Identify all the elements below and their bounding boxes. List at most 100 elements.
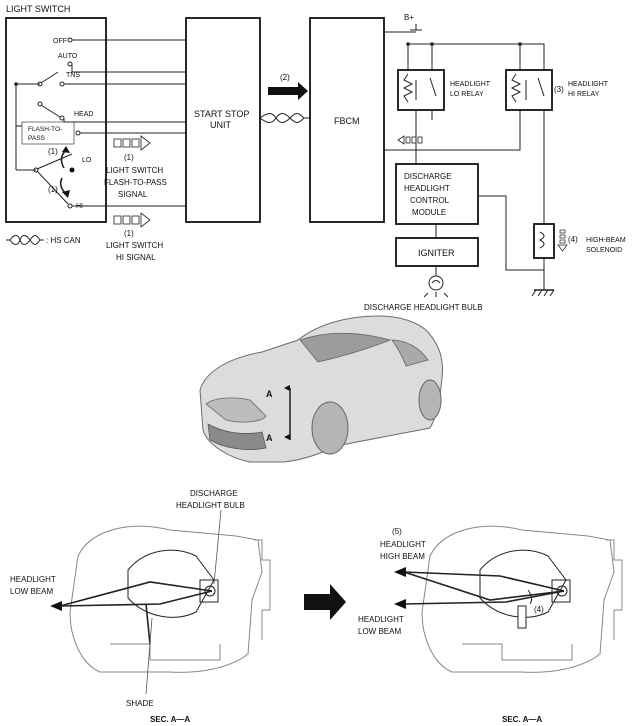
left-shade [145,603,151,645]
switch-arm-tns [40,71,59,84]
right-lamp-housing [421,525,615,673]
light-switch-box [5,17,107,223]
b-plus-bus [407,43,545,76]
right-low-beam-label-2: LOW BEAM [358,627,401,636]
igniter-label: IGNITER [418,248,455,258]
light-switch-title: LIGHT SWITCH [6,4,70,14]
fbcm: FBCM [309,17,385,223]
right-bulb [556,585,568,597]
high-beam-label-2: HIGH BEAM [380,552,425,561]
ftp-signal-label-2: FLASH-TO-PASS [104,178,167,187]
left-lamp-housing [69,525,263,673]
hi-signal-callout: (1) [124,229,134,238]
solenoid-coil [538,231,545,249]
headlight-lo-relay: HEADLIGHT LO RELAY [397,69,491,111]
solenoid-callout: (4) [568,235,578,244]
lo-relay-coil [402,73,414,103]
dhcm-ground-wire [478,195,544,271]
hi-signal-note: (1) LIGHT SWITCH HI SIGNAL [106,212,163,262]
ssu-label-1: START STOP [194,109,249,119]
car-headlight-housing [205,397,267,423]
high-beam-label-1: HEADLIGHT [380,540,426,549]
car-body [199,315,443,463]
shade-label: SHADE [126,699,154,708]
hs-can-legend-label: : HS CAN [46,236,81,245]
igniter-box [395,237,479,267]
hi-signal-label-1: LIGHT SWITCH [106,241,163,250]
left-bulb-socket [199,579,219,603]
right-lamp-base [462,643,573,661]
ssu-label-2: UNIT [210,120,231,130]
fbcm-box [309,17,385,223]
can-callout: (2) [280,73,290,82]
switch-common-rail [15,83,40,171]
right-lamp-bracket [606,539,623,640]
flash-to-pass-signal-note: (1) LIGHT SWITCH FLASH-TO-PASS SIGNAL [104,135,167,199]
right-low-beam-arrowhead [394,599,406,609]
low-beam-ray-3 [403,590,565,605]
transition-arrow [304,584,346,620]
high-beam-ray-1 [403,571,565,592]
ftp-signal-label-1: LIGHT SWITCH [106,166,163,175]
lo-relay-label-2: LO RELAY [450,91,484,98]
car-rear-wheel [418,379,442,421]
dimmer-arrowhead-down [62,190,70,198]
igniter: IGNITER [395,237,479,267]
ftp-signal-label-3: SIGNAL [118,190,148,199]
high-beam-solenoid: (4) HIGH-BEAM SOLENOID [533,223,626,259]
battery-plus-label: B+ [404,13,414,22]
switch-to-ssu-wires [63,39,186,207]
solenoid-box [533,223,555,259]
right-bulb-socket [551,579,571,603]
light-switch: LIGHT SWITCH OFF AUTO TNS HEAD FLASH-TO-… [5,4,107,223]
car-grille [207,423,267,450]
dhcm-label-2: HEADLIGHT [404,184,450,193]
hi-signal-label-2: HI SIGNAL [116,253,156,262]
right-section-label: SEC. A—A [502,715,542,724]
solenoid-label-2: SOLENOID [586,247,622,254]
dhcm-label-4: MODULE [412,208,446,217]
left-beam-label-2: LOW BEAM [10,587,53,596]
solenoid-signal-arrow [557,229,568,252]
fbcm-label: FBCM [334,116,360,126]
switch-arm-hi [36,170,69,205]
left-lamp-bracket [254,539,271,640]
left-section-label: SEC. A—A [150,715,190,724]
switch-contact-head-in [37,101,43,107]
switch-label-tns: TNS [66,72,80,79]
discharge-bulb-symbol [423,275,449,298]
vehicle-illustration: A A [199,315,443,463]
lo-relay-label-1: HEADLIGHT [450,81,491,88]
dimmer-callout-up: (1) [48,147,58,156]
left-reflector [127,549,215,618]
right-reflector [479,549,567,618]
hi-relay-callout: (3) [554,85,564,94]
dimmer-arrowhead-up [62,146,70,153]
hi-relay-label-1: HEADLIGHT [568,81,609,88]
bus-junction-1 [406,42,410,46]
dhcm-box [395,163,479,225]
fbcm-relay-wires [384,31,521,151]
hi-relay-label-2: HI RELAY [568,91,600,98]
hs-can-line-b [259,113,310,123]
switch-label-flash-1: FLASH-TO- [28,126,62,133]
switch-contact-dimmer [33,167,39,173]
solenoid-label-1: HIGH-BEAM [586,237,626,244]
high-beam-callout: (5) [392,527,402,536]
right-shade-retracted [517,605,527,629]
ground-symbol [531,289,555,297]
bus-junction-3 [518,42,522,46]
section-label-bottom: A [266,433,273,443]
high-beam-ray-2 [403,571,565,601]
headlight-hi-relay: HEADLIGHT HI RELAY (3) [505,69,609,111]
left-beam-label-1: HEADLIGHT [10,575,56,584]
fbcm-input-arrow [397,135,423,145]
start-stop-unit-box [185,17,261,223]
right-low-beam-label-1: HEADLIGHT [358,615,404,624]
switch-label-head: HEAD [74,111,93,118]
left-bulb-leader [213,509,222,585]
switch-label-auto: AUTO [58,53,78,60]
switch-label-lo: LO [82,157,92,164]
low-beam-arrowhead [50,601,62,611]
